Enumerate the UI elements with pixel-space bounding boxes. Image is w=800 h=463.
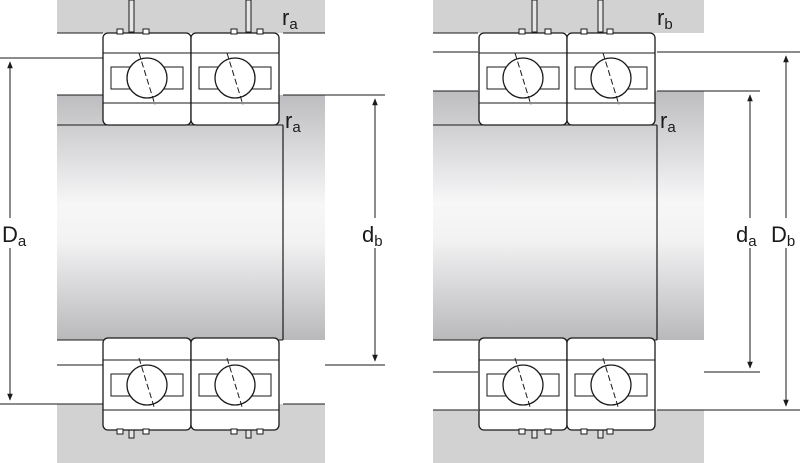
right-bearing-bottom-2 bbox=[566, 337, 656, 435]
rolling-ball bbox=[502, 57, 544, 99]
label-ra-mid-right: ra bbox=[660, 108, 676, 136]
label-Da: Da bbox=[2, 222, 27, 250]
right-bearing-top-2 bbox=[566, 28, 656, 126]
rolling-ball bbox=[590, 57, 632, 99]
left-bearing-top-2 bbox=[190, 28, 280, 126]
left-bearing-bottom-2 bbox=[190, 337, 280, 435]
left-bearing-bottom-1 bbox=[102, 337, 192, 435]
right-lubrication-pipes bbox=[531, 0, 604, 439]
left-arrangement: Da db ra ra bbox=[0, 0, 392, 463]
left-shaft bbox=[57, 95, 325, 340]
right-shaft bbox=[433, 91, 704, 340]
right-bearing-top-1 bbox=[478, 28, 568, 126]
rolling-ball bbox=[126, 57, 168, 99]
label-ra-mid-left: ra bbox=[285, 108, 301, 136]
label-rb-top-right: rb bbox=[657, 5, 673, 33]
left-bearing-top-1 bbox=[102, 28, 192, 126]
rolling-ball bbox=[214, 57, 256, 99]
label-da: da bbox=[736, 222, 757, 250]
left-lubrication-pipes bbox=[128, 0, 252, 439]
label-ra-top-left: ra bbox=[282, 5, 298, 33]
right-arrangement: da Db rb ra bbox=[433, 0, 800, 463]
label-Db: Db bbox=[771, 222, 795, 250]
right-bearing-bottom-1 bbox=[478, 337, 568, 435]
label-db: db bbox=[362, 222, 383, 250]
